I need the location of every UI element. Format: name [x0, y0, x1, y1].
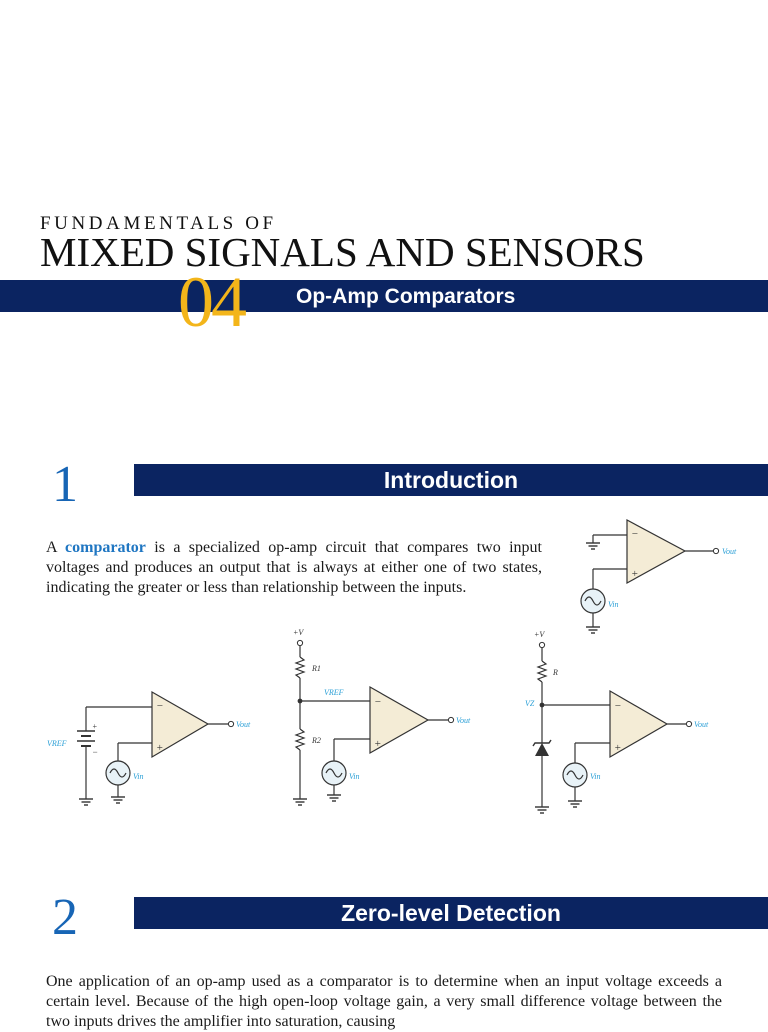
svg-text:−: −	[92, 747, 98, 757]
svg-text:Vout: Vout	[694, 720, 709, 729]
section-2-number: 2	[52, 889, 78, 946]
resistor-r-icon	[536, 660, 548, 683]
svg-text:Vin: Vin	[349, 772, 360, 781]
svg-text:+: +	[614, 742, 621, 754]
svg-text:−: −	[156, 700, 163, 712]
chapter-title: Op-Amp Comparators	[296, 285, 516, 308]
zero-level-paragraph: One application of an op-amp used as a c…	[46, 973, 722, 1030]
svg-text:−: −	[614, 700, 621, 712]
svg-text:Vin: Vin	[133, 772, 144, 781]
zener-diode-icon	[532, 739, 552, 756]
svg-text:R: R	[552, 668, 558, 677]
svg-text:+: +	[631, 568, 638, 580]
chapter-number: 04	[178, 262, 247, 342]
svg-text:−: −	[374, 696, 381, 708]
svg-text:+: +	[92, 722, 97, 731]
vout-label: Vout	[722, 547, 737, 556]
series-label: FUNDAMENTALS OF	[40, 213, 277, 234]
svg-text:VREF: VREF	[324, 688, 344, 697]
figure-battery-reference-comparator: − + Vout + − VREF Vin	[47, 690, 251, 806]
svg-text:+V: +V	[534, 630, 545, 639]
section-1-banner: Introduction	[134, 464, 768, 496]
intro-text-end: is a specialized op-amp circuit that com…	[46, 539, 542, 596]
battery-icon	[77, 730, 95, 747]
svg-text:Vin: Vin	[608, 600, 619, 609]
svg-text:VZ: VZ	[525, 699, 535, 708]
svg-text:+: +	[374, 738, 381, 750]
book-title: MIXED SIGNALS AND SENSORS	[40, 229, 645, 275]
svg-text:Vout: Vout	[456, 716, 471, 725]
svg-text:R2: R2	[311, 736, 321, 745]
svg-text:R1: R1	[311, 664, 321, 673]
resistor-r1-icon	[294, 656, 306, 679]
svg-text:+: +	[156, 742, 163, 754]
svg-text:−: −	[631, 528, 638, 540]
section-2-title: Zero-level Detection	[341, 900, 561, 926]
chapter-banner	[0, 280, 768, 312]
figure-voltage-divider-comparator: +V R1 VREF R2 − + Vout Vin	[293, 628, 471, 806]
figure-zener-reference-comparator: +V R VZ − + Vout Vin	[525, 630, 709, 814]
intro-paragraph: A comparator is a specialized op-amp cir…	[46, 538, 542, 598]
section-1-number: 1	[52, 456, 78, 513]
svg-text:+V: +V	[293, 628, 304, 637]
svg-text:VREF: VREF	[47, 739, 67, 748]
svg-text:Vout: Vout	[236, 720, 251, 729]
figure-basic-comparator: − + Vout Vin	[580, 518, 737, 634]
comparator-keyword: comparator	[65, 539, 146, 556]
intro-text-start: A	[46, 539, 66, 556]
resistor-r2-icon	[294, 728, 306, 751]
section-1-title: Introduction	[383, 467, 519, 493]
svg-text:Vin: Vin	[590, 772, 601, 781]
section-2-banner: Zero-level Detection	[134, 897, 768, 929]
